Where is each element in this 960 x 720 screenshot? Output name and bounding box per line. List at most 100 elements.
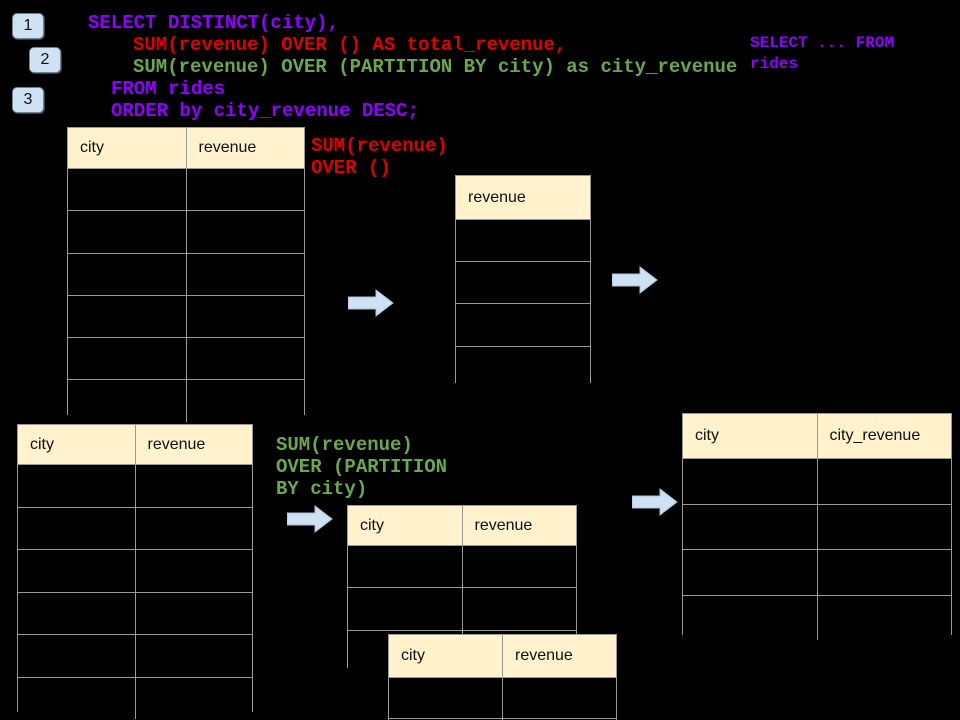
table-header-row: revenue bbox=[456, 176, 590, 219]
table-cell bbox=[816, 504, 952, 549]
partition-annotation: SUM(revenue) OVER (PARTITION BY city) bbox=[276, 434, 448, 500]
table-row bbox=[18, 506, 253, 550]
step-badge-3-label: 3 bbox=[23, 91, 33, 108]
right-arrow-shape bbox=[287, 505, 333, 533]
table-cell bbox=[456, 220, 590, 261]
sql-line-partition: SUM(revenue) OVER (PARTITION BY city) as… bbox=[133, 56, 738, 78]
table-cell bbox=[134, 635, 253, 677]
table-cell bbox=[18, 508, 135, 550]
table-cell bbox=[816, 459, 952, 504]
table-header-cell: city bbox=[30, 435, 54, 453]
table-row bbox=[18, 591, 253, 635]
table-header-cell: city bbox=[695, 427, 719, 444]
source-table-bottom: city revenue bbox=[17, 424, 253, 719]
total-revenue-table: revenue bbox=[455, 175, 591, 388]
table-cell bbox=[461, 588, 577, 630]
table-cell bbox=[683, 596, 817, 641]
table-cell bbox=[185, 211, 305, 253]
table-cell bbox=[185, 253, 305, 295]
table-row bbox=[683, 458, 951, 504]
right-arrow-shape bbox=[632, 488, 678, 516]
table-cell bbox=[348, 588, 462, 629]
table-row bbox=[18, 464, 252, 507]
table-cell bbox=[68, 169, 186, 210]
table-cell bbox=[816, 595, 952, 640]
table-cell bbox=[683, 459, 817, 504]
sql-line-sum-over: SUM(revenue) OVER () AS total_revenue, bbox=[133, 34, 567, 56]
table-cell bbox=[185, 169, 305, 211]
table-row bbox=[18, 676, 253, 720]
table-cell bbox=[456, 347, 590, 388]
partition-table-front: city revenue bbox=[388, 634, 617, 720]
table-cell bbox=[502, 678, 616, 718]
table-cell bbox=[134, 507, 253, 549]
table-row bbox=[68, 294, 305, 338]
table-row bbox=[348, 545, 577, 588]
table-row bbox=[456, 219, 590, 262]
table-header-cell: city_revenue bbox=[816, 414, 952, 458]
table-header-cell: revenue bbox=[134, 425, 253, 464]
table-cell bbox=[456, 262, 590, 303]
right-arrow-icon bbox=[287, 505, 333, 533]
table-cell bbox=[18, 465, 135, 507]
total-revenue-annotation: SUM(revenue) OVER () bbox=[311, 135, 448, 179]
table-row bbox=[683, 594, 952, 641]
table-row bbox=[68, 168, 305, 211]
step-badge-1-label: 1 bbox=[23, 17, 33, 34]
table-row bbox=[683, 549, 951, 595]
table-cell bbox=[68, 338, 186, 379]
sql-line-order: ORDER by city_revenue DESC; bbox=[111, 100, 419, 122]
right-arrow-shape bbox=[348, 289, 394, 317]
table-cell bbox=[816, 550, 952, 595]
table-row bbox=[68, 337, 305, 380]
table-cell bbox=[18, 678, 135, 720]
table-cell bbox=[348, 546, 462, 587]
table-header-cell: revenue bbox=[502, 635, 616, 677]
step-badge-3: 3 bbox=[12, 87, 44, 113]
table-row bbox=[68, 210, 305, 253]
from-clause-note: SELECT ... FROM rides bbox=[750, 34, 895, 73]
table-cell bbox=[389, 678, 502, 718]
sql-line-select: SELECT DISTINCT(city), bbox=[88, 12, 339, 34]
table-cell bbox=[134, 550, 253, 592]
table-cell bbox=[68, 296, 186, 337]
right-arrow-icon bbox=[632, 488, 678, 516]
table-row bbox=[348, 587, 577, 630]
table-row bbox=[456, 303, 590, 346]
partition-table-back: city revenue bbox=[347, 505, 577, 672]
table-cell bbox=[68, 254, 186, 295]
table-cell bbox=[134, 677, 253, 719]
table-cell bbox=[185, 338, 305, 380]
sql-line-from: FROM rides bbox=[111, 78, 226, 100]
city-revenue-result-table: city city_revenue bbox=[682, 413, 952, 640]
table-cell bbox=[18, 593, 135, 635]
table-row bbox=[18, 549, 252, 592]
right-arrow-icon bbox=[348, 289, 394, 317]
table-header-row: city revenue bbox=[389, 635, 616, 677]
table-cell bbox=[683, 550, 817, 595]
table-header-row: city revenue bbox=[348, 506, 576, 545]
step-badge-1: 1 bbox=[12, 13, 44, 39]
step-badge-2-label: 2 bbox=[40, 51, 50, 68]
right-arrow-shape bbox=[612, 266, 658, 294]
table-row bbox=[683, 503, 952, 549]
table-cell bbox=[461, 546, 577, 588]
table-cell bbox=[68, 380, 186, 421]
table-cell bbox=[18, 635, 135, 677]
table-cell bbox=[456, 304, 590, 345]
right-arrow-icon bbox=[612, 266, 658, 294]
table-row bbox=[68, 252, 305, 295]
table-cell bbox=[18, 550, 135, 592]
table-cell bbox=[185, 295, 305, 338]
table-cell bbox=[134, 592, 253, 634]
table-header-cell: city bbox=[360, 516, 384, 534]
table-header-row: city revenue bbox=[18, 425, 252, 464]
table-row bbox=[18, 634, 252, 677]
table-cell bbox=[68, 211, 186, 252]
table-header-cell: revenue bbox=[468, 188, 526, 206]
table-header-cell: revenue bbox=[461, 506, 577, 545]
table-header-cell: city bbox=[401, 647, 425, 664]
table-row bbox=[456, 261, 590, 304]
